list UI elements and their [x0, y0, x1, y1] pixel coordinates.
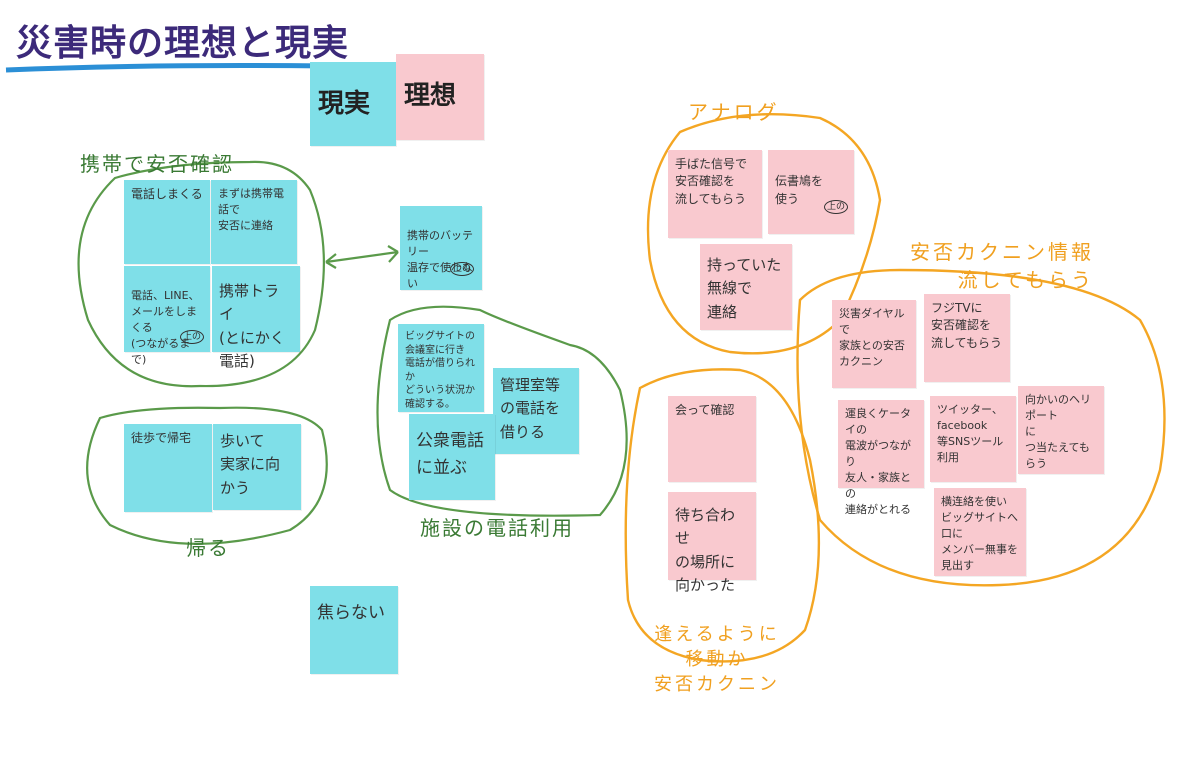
note-contact-by-phone: まずは携帯電話で 安否に連絡	[211, 180, 297, 264]
note-phone-line-mail-text: 電話、LINE、 メールをしまくる (つながるまで)	[131, 288, 200, 366]
note-heliport: 向かいのヘリポート に つ当たえてもらう	[1018, 386, 1104, 474]
note-hand-signal: 手ばた信号で 安否確認を 流してもらう	[668, 150, 762, 238]
legend-ideal: 理想	[396, 54, 484, 140]
note-carrier-pigeon: 伝書鳩を 使う 上の	[768, 150, 854, 234]
double-arrow	[325, 250, 399, 264]
page-title: 災害時の理想と現実	[16, 23, 350, 64]
note-sns-tools: ツイッター、facebook 等SNSツール 利用	[930, 396, 1016, 482]
note-save-battery: 携帯のバッテリー 温存で使わない 上の	[400, 206, 482, 290]
note-walk-parents-home: 歩いて 実家に向かう	[213, 424, 301, 510]
note-carrier-pigeon-text: 伝書鳩を 使う	[775, 174, 824, 206]
note-meet-confirm: 会って確認	[668, 396, 756, 482]
note-lucky-signal: 運良くケータイの 電波がつながり 友人・家族との 連絡がとれる	[838, 400, 924, 516]
note-disaster-dial: 災害ダイヤルで 家族との安否 カクニン	[832, 300, 916, 388]
legend-ideal-label: 理想	[404, 81, 457, 111]
legend-real: 現実	[310, 62, 396, 146]
group-label-analog: アナログ	[688, 100, 780, 124]
note-dont-panic: 焦らない	[310, 586, 398, 674]
note-find-members: 横连絡を使い ビッグサイトへ口に メンバー無事を 見出す	[934, 488, 1026, 576]
note-radio-contact: 持っていた 無線で 連絡	[700, 244, 792, 330]
note-phone-try: 携帯トライ (とにかく電話)	[212, 266, 300, 370]
legend-real-label: 現実	[318, 89, 371, 119]
group-label-phone-check: 携帯で安否確認	[80, 152, 234, 176]
group-label-info-flow: 安否カクニン情報 流してもらう	[910, 240, 1094, 292]
note-fuji-tv: フジTVに 安否確認を 流してもらう	[924, 294, 1010, 382]
group-label-go-home: 帰る	[186, 536, 230, 560]
note-phone-line-mail: 電話、LINE、 メールをしまくる (つながるまで) 上の	[124, 266, 210, 366]
note-borrow-admin-phone: 管理室等 の電話を 借りる	[493, 368, 579, 454]
note-call-repeatedly: 電話しまくる	[124, 180, 210, 264]
group-label-facility-phone: 施設の電話利用	[420, 516, 574, 540]
mark-above: 上の	[179, 330, 204, 344]
group-label-meet: 逢えるように 移動か 安否カクニン	[654, 624, 780, 696]
note-bigsight-room: ビッグサイトの 会議室に行き 電話が借りられか どういう状況か 確認する。	[398, 324, 484, 412]
note-public-phone: 公衆電話 に並ぶ	[409, 414, 495, 500]
note-walk-home: 徒歩で帰宅	[124, 424, 212, 512]
note-save-battery-text: 携帯のバッテリー 温存で使わない	[407, 228, 473, 290]
note-meeting-place: 待ち合わせ の場所に 向かった	[668, 492, 756, 594]
mark-above: 上の	[449, 262, 474, 276]
mark-above: 上の	[823, 200, 848, 214]
